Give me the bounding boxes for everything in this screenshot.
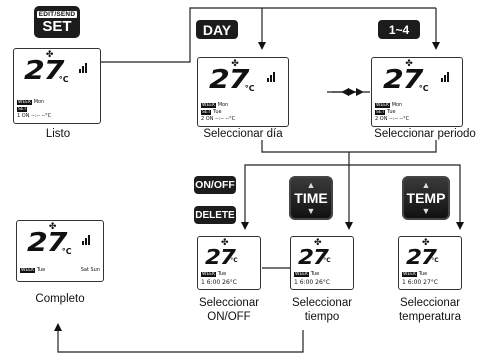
lcd-seleccionar-onoff: ✤ 27 °C WEEK Tue 1 6:00 26°C [197, 236, 261, 290]
fan-icon: ✤ [45, 50, 54, 60]
fan-icon: ✤ [421, 238, 430, 248]
lcd-listo: ✤ 27 °C WEEK Mon SET 1 ON --:-- --°C [13, 48, 101, 124]
delete-button[interactable]: DELETE [194, 206, 236, 224]
fan-speed-icon [441, 70, 453, 82]
caption-tiempo: Seleccionar tiempo [291, 297, 353, 323]
arrow-to-completo [54, 323, 304, 353]
lcd-seleccionar-tiempo: ✤ 27 °C WEEK Tue 1 6:00 26°C [290, 236, 354, 290]
edit-send-label: EDIT/SEND [36, 11, 78, 18]
time-button[interactable]: ▲ TIME ▼ [289, 176, 333, 220]
day-button[interactable]: DAY [196, 20, 238, 39]
down-arrow-icon: ▼ [306, 205, 316, 216]
fan-icon: ✤ [405, 59, 413, 69]
period-button[interactable]: 1~4 [378, 20, 420, 39]
down-arrow-icon: ▼ [421, 205, 431, 216]
fan-icon: ✤ [231, 59, 239, 69]
fan-speed-icon [79, 61, 91, 73]
fan-icon: ✤ [220, 238, 229, 248]
fan-speed-icon [267, 70, 279, 82]
set-label: SET [42, 18, 72, 35]
up-arrow-icon: ▲ [306, 179, 316, 190]
on-off-button[interactable]: ON/OFF [194, 176, 236, 194]
edit-send-set-button[interactable]: EDIT/SEND SET [34, 6, 80, 38]
caption-listo: Listo [45, 128, 71, 140]
caption-onoff: Seleccionar ON/OFF [198, 297, 260, 323]
fan-icon: ✤ [313, 238, 322, 248]
up-arrow-icon: ▲ [421, 179, 431, 190]
caption-temperatura: Seleccionar temperatura [398, 297, 461, 323]
lcd-seleccionar-temperatura: ✤ 27 °C WEEK Tue 1 6:00 27°C [398, 236, 462, 290]
caption-seleccionar-dia: Seleccionar día [203, 128, 283, 140]
fan-speed-icon [82, 233, 94, 245]
fan-icon: ✤ [48, 222, 57, 232]
lcd-seleccionar-periodo: ✤ 27 °C WEEK Mon SET Tue 2 ON --:-- --°C [371, 57, 463, 127]
lcd-completo: ✤ 27 °C WEEK Tue Sat Sun [16, 220, 104, 282]
flow-line-bus [261, 140, 437, 153]
lcd-seleccionar-dia: ✤ 27 °C WEEK Mon SET Tue 2 ON --:-- --°C [197, 57, 289, 127]
caption-completo: Completo [35, 293, 85, 305]
caption-seleccionar-periodo: Seleccionar periodo [374, 128, 476, 140]
flow-line-set [100, 7, 436, 63]
temp-button[interactable]: ▲ TEMP ▼ [402, 176, 450, 220]
